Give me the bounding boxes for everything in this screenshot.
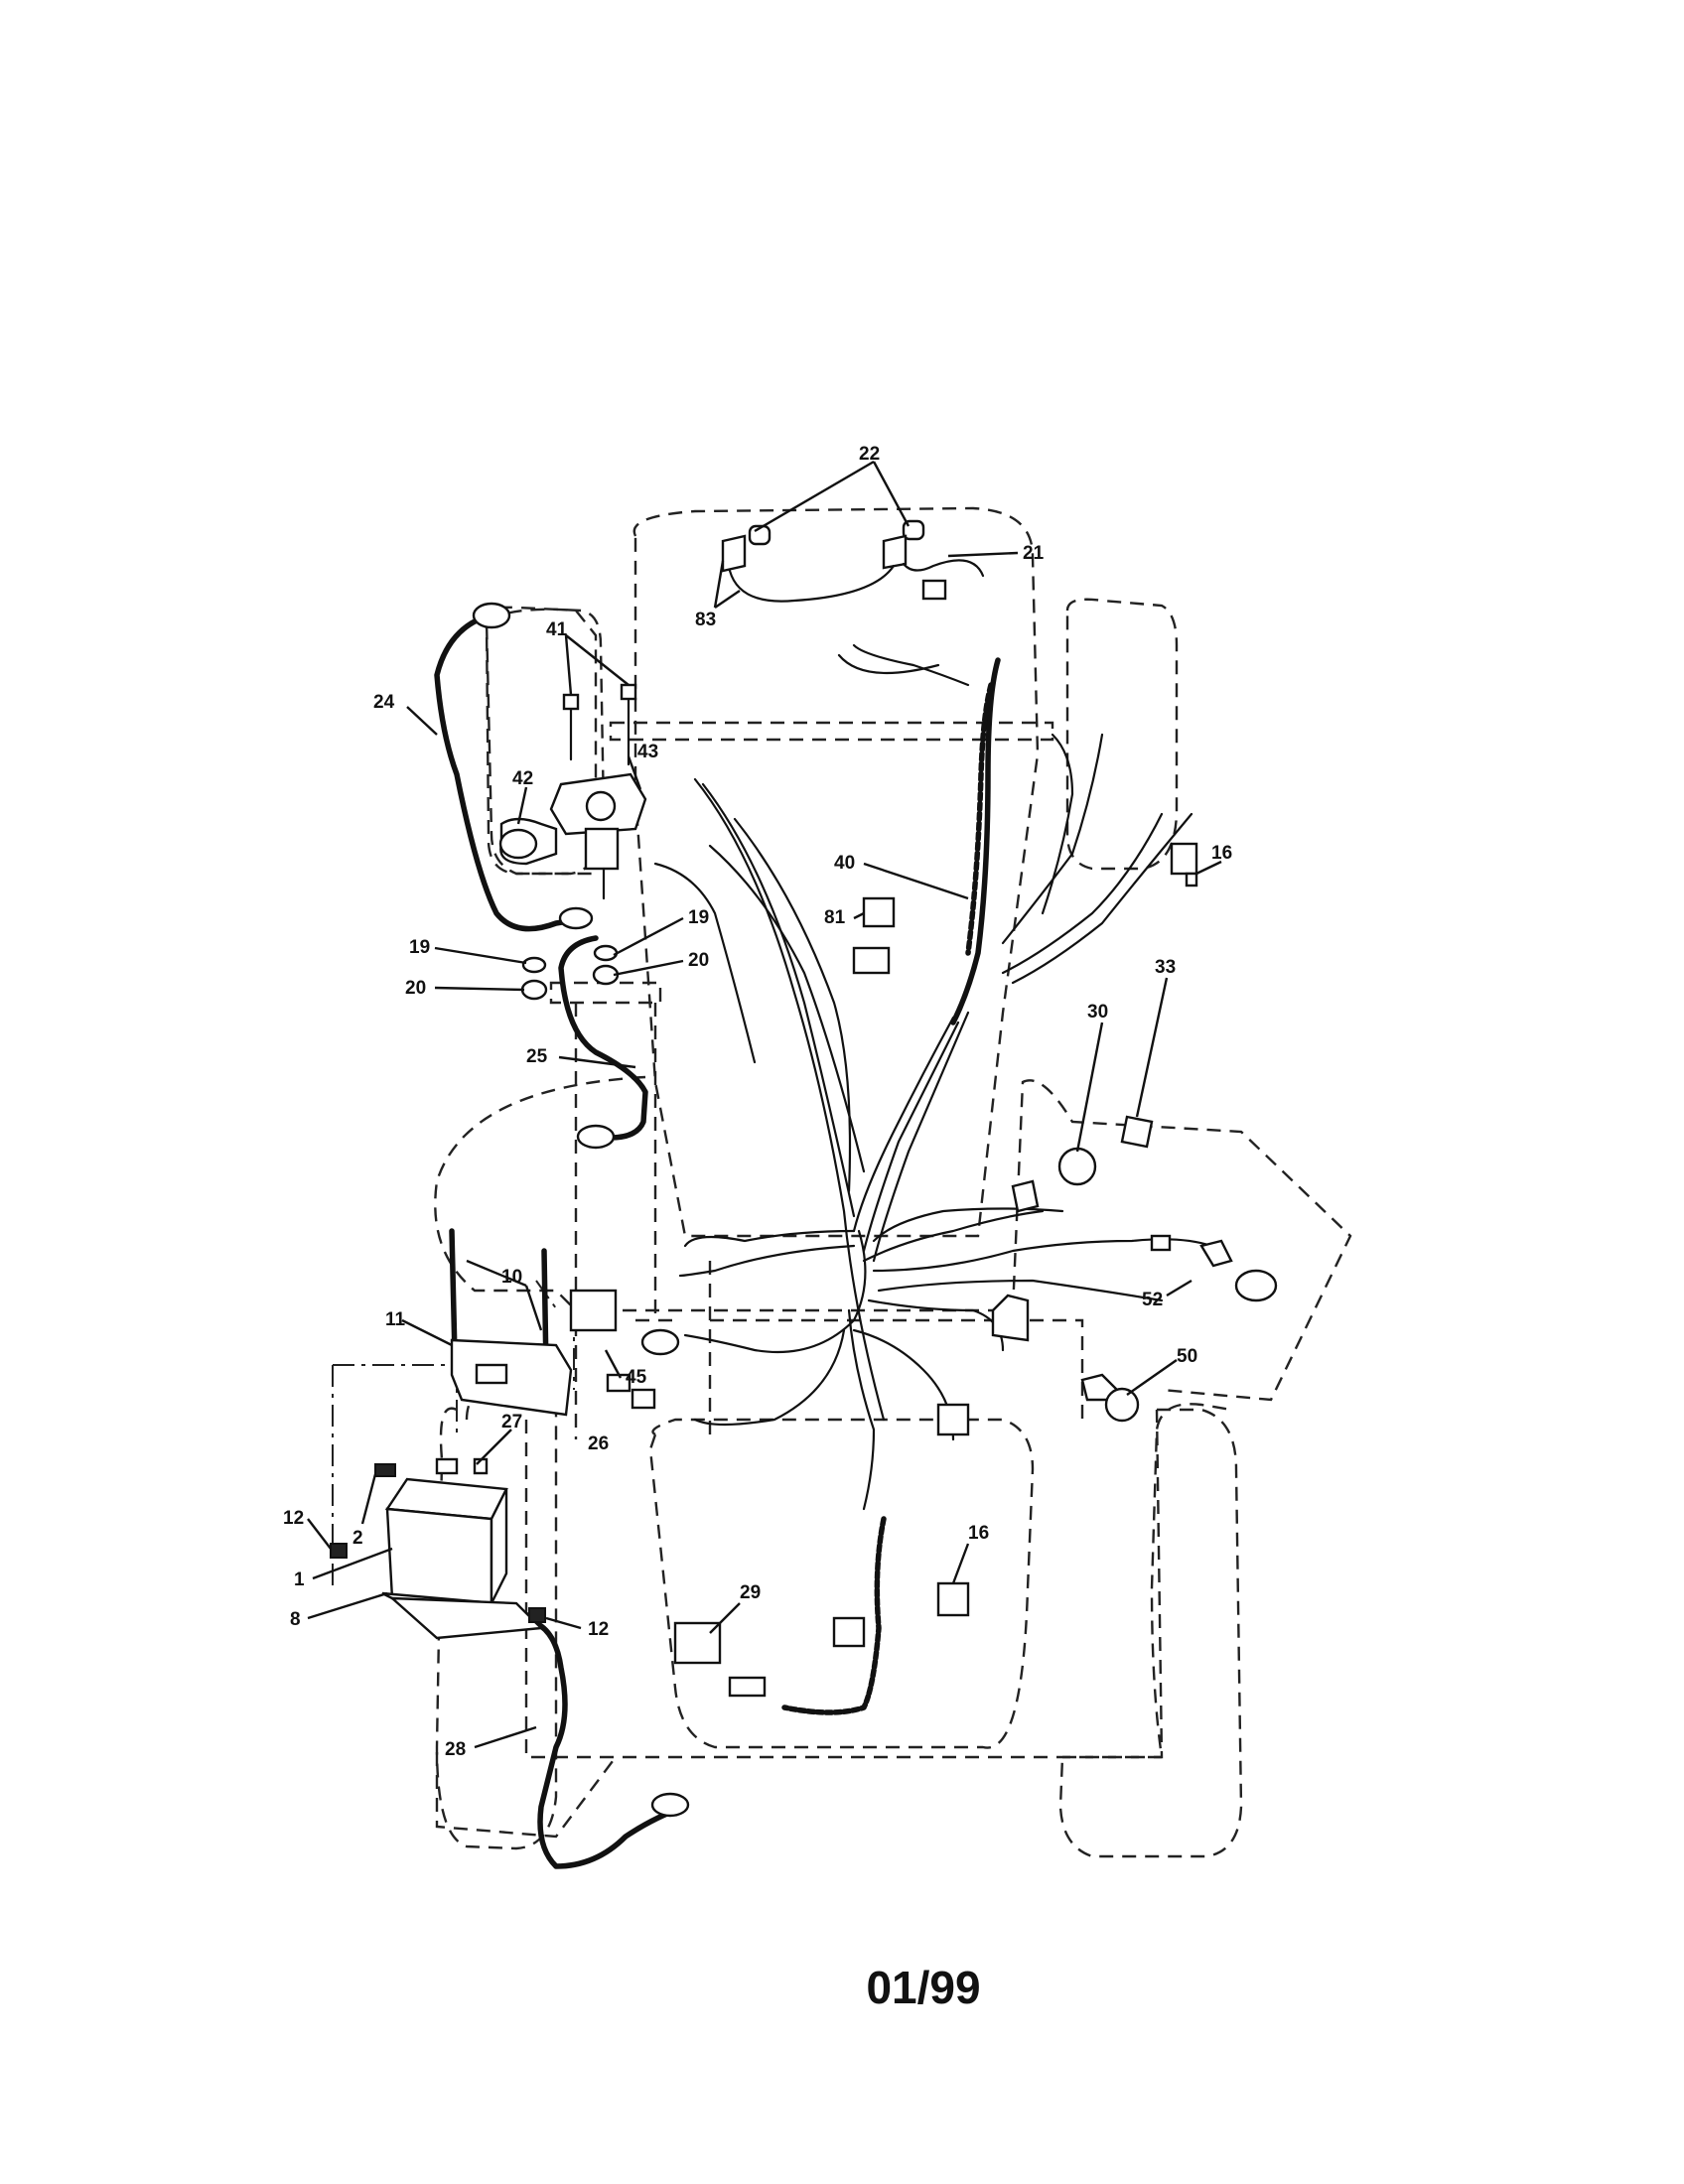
battery-hold-down — [449, 1228, 573, 1417]
callout-42: 42 — [512, 768, 533, 789]
wiring-harness — [653, 643, 1213, 1715]
callout-12-left: 12 — [283, 1508, 304, 1529]
callout-22: 22 — [859, 444, 880, 465]
callout-20-left: 20 — [405, 978, 426, 999]
callout-10: 10 — [501, 1267, 522, 1288]
callout-25: 25 — [526, 1046, 548, 1067]
callout-1: 1 — [294, 1570, 305, 1590]
seat-deck-outline — [434, 1075, 1352, 1402]
callout-16-upper: 16 — [1211, 843, 1232, 864]
hood-outline — [632, 506, 1040, 1238]
tractor-outline — [332, 506, 1352, 1858]
callout-43: 43 — [637, 742, 658, 762]
callout-2: 2 — [352, 1528, 363, 1549]
callout-29: 29 — [740, 1582, 761, 1603]
right-front-wheel-outline — [1065, 598, 1179, 871]
right-rear-wheel-inner — [1062, 1409, 1164, 1759]
callout-20-right: 20 — [688, 950, 709, 971]
callout-27: 27 — [501, 1412, 522, 1433]
callout-24: 24 — [373, 692, 395, 713]
solenoid-assembly — [498, 683, 647, 900]
callout-40: 40 — [834, 853, 855, 874]
callout-28: 28 — [445, 1739, 466, 1760]
callout-52: 52 — [1142, 1290, 1163, 1310]
callout-33: 33 — [1155, 957, 1176, 978]
front-axle-outline — [609, 721, 1054, 742]
callout-30: 30 — [1087, 1002, 1108, 1023]
callout-16-lower: 16 — [968, 1523, 989, 1544]
headlight-assembly — [721, 519, 985, 675]
rear-body-outline — [648, 1418, 1035, 1749]
battery-cables — [434, 602, 690, 1869]
callout-83: 83 — [695, 610, 716, 630]
callout-19-left: 19 — [409, 937, 430, 958]
callout-26: 26 — [588, 1433, 609, 1454]
callouts: 22 21 83 41 24 43 42 40 16 81 19 19 20 2… — [283, 444, 1232, 1760]
frame-centre-outline — [574, 1003, 712, 1439]
callout-19-right: 19 — [688, 907, 709, 928]
right-components — [832, 842, 1278, 1648]
callout-41: 41 — [546, 619, 568, 640]
leader-lines — [307, 460, 1222, 1749]
callout-12-right: 12 — [588, 1619, 609, 1640]
battery-group — [330, 1457, 546, 1640]
left-rear-wheel-lower-outline — [435, 1752, 617, 1839]
left-rear-wheel-outline — [435, 1407, 558, 1850]
rear-frame-outline — [524, 1403, 1232, 1759]
callout-11: 11 — [385, 1309, 406, 1330]
callout-8: 8 — [290, 1609, 301, 1630]
callout-21: 21 — [1023, 543, 1045, 564]
date-code: 01/99 — [866, 1962, 981, 2013]
steering-column-outline — [549, 981, 662, 1005]
callout-50: 50 — [1177, 1346, 1197, 1367]
right-rear-wheel-outline — [1058, 1408, 1243, 1858]
callout-45: 45 — [626, 1367, 647, 1388]
callout-81: 81 — [824, 907, 846, 928]
